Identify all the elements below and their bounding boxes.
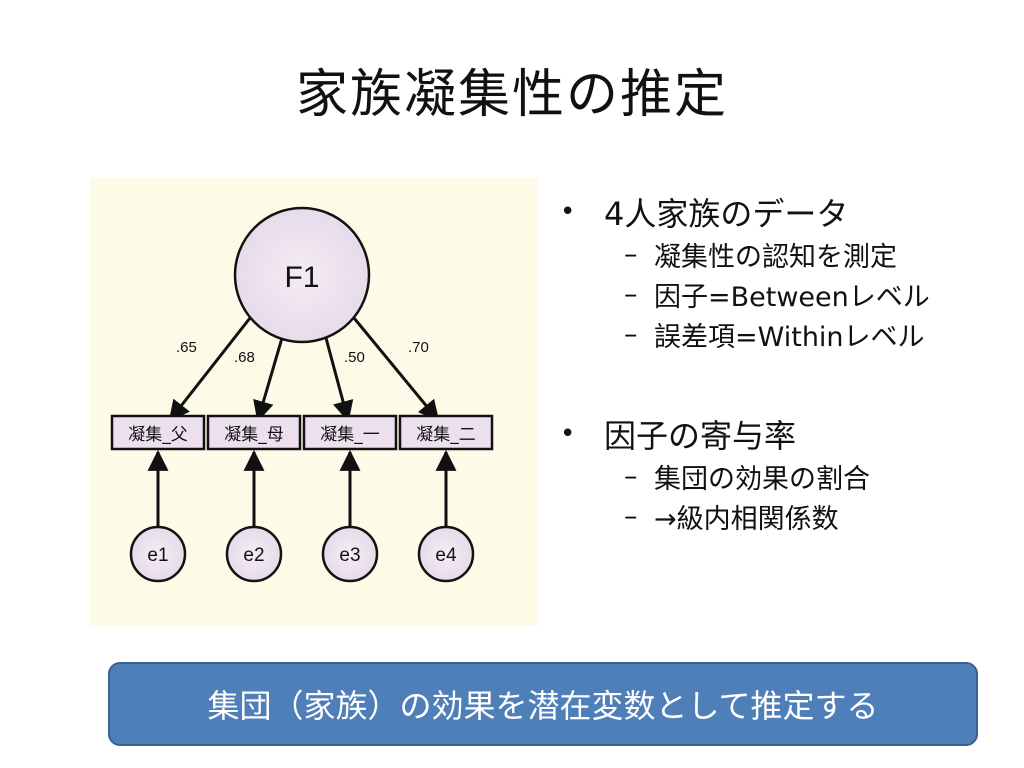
sub-bullet-item: – 集団の効果の割合 [560, 456, 1000, 496]
bullet-mark: • [560, 197, 576, 227]
error-node-1 [129, 525, 187, 583]
error-node-2 [225, 525, 283, 583]
sub-bullet-mark: – [624, 500, 638, 532]
sub-bullet-item: – 因子=Betweenレベル [560, 274, 1000, 314]
indicator-box-1 [110, 414, 206, 451]
sub-bullet-text: 誤差項=Withinレベル [654, 321, 925, 353]
sub-bullet-mark: – [624, 238, 638, 270]
latent-factor-node [233, 206, 371, 344]
loading-arrow-1 [168, 317, 252, 422]
sub-bullet-mark: – [624, 460, 638, 492]
loading-label-3: .50 [344, 349, 365, 366]
slide-title: 家族凝集性の推定 [295, 65, 728, 125]
sub-bullet-text: 因子=Betweenレベル [654, 281, 930, 313]
error-label-1: e1 [147, 545, 168, 566]
sub-bullet-text: 凝集性の認知を測定 [654, 241, 897, 273]
sub-bullet-mark: – [624, 318, 638, 350]
loading-arrow-2 [253, 337, 284, 423]
sub-bullet-item: – →級内相関係数 [560, 496, 1000, 536]
error-label-4: e4 [435, 545, 457, 566]
sem-diagram-svg: F1 .65 .68 .50 .70 凝集_父 凝集_母 凝集_一 凝集_二 e… [110, 206, 494, 583]
indicator-box-4 [398, 414, 494, 451]
indicator-box-3 [302, 414, 398, 451]
sub-bullet-item: – 誤差項=Withinレベル [560, 314, 1000, 354]
indicator-label-1: 凝集_父 [128, 425, 188, 445]
sub-bullet-mark: – [624, 278, 638, 310]
loading-label-4: .70 [408, 339, 429, 356]
latent-factor-label: F1 [284, 261, 319, 294]
loading-arrow-4 [352, 317, 440, 422]
error-node-3 [321, 525, 379, 583]
indicator-label-3: 凝集_一 [320, 425, 380, 445]
summary-banner-text: 集団（家族）の効果を潜在変数として推定する [207, 687, 879, 725]
bullet-text: 因子の寄与率 [604, 417, 797, 455]
sem-path-diagram: F1 .65 .68 .50 .70 凝集_父 凝集_母 凝集_一 凝集_二 e… [90, 178, 538, 626]
bullet-mark: • [560, 419, 576, 449]
indicator-box-2 [206, 414, 302, 451]
bullet-item-factor: • 因子の寄与率 [560, 412, 1000, 456]
bullet-text: 4人家族のデータ [604, 195, 849, 233]
error-label-2: e2 [243, 545, 264, 566]
loading-label-1: .65 [176, 339, 197, 356]
indicator-label-2: 凝集_母 [224, 425, 284, 445]
error-node-4 [417, 525, 475, 583]
summary-banner: 集団（家族）の効果を潜在変数として推定する [108, 662, 978, 746]
bullet-list: • 4人家族のデータ – 凝集性の認知を測定 – 因子=Betweenレベル –… [560, 190, 1000, 536]
sub-bullet-text: 集団の効果の割合 [654, 463, 870, 495]
indicator-label-4: 凝集_二 [416, 425, 476, 445]
loading-label-2: .68 [234, 349, 255, 366]
sub-bullet-text: →級内相関係数 [654, 503, 839, 535]
sub-bullet-item: – 凝集性の認知を測定 [560, 234, 1000, 274]
bullet-item-data: • 4人家族のデータ [560, 190, 1000, 234]
loading-arrow-3 [324, 337, 354, 423]
error-label-3: e3 [339, 545, 360, 566]
